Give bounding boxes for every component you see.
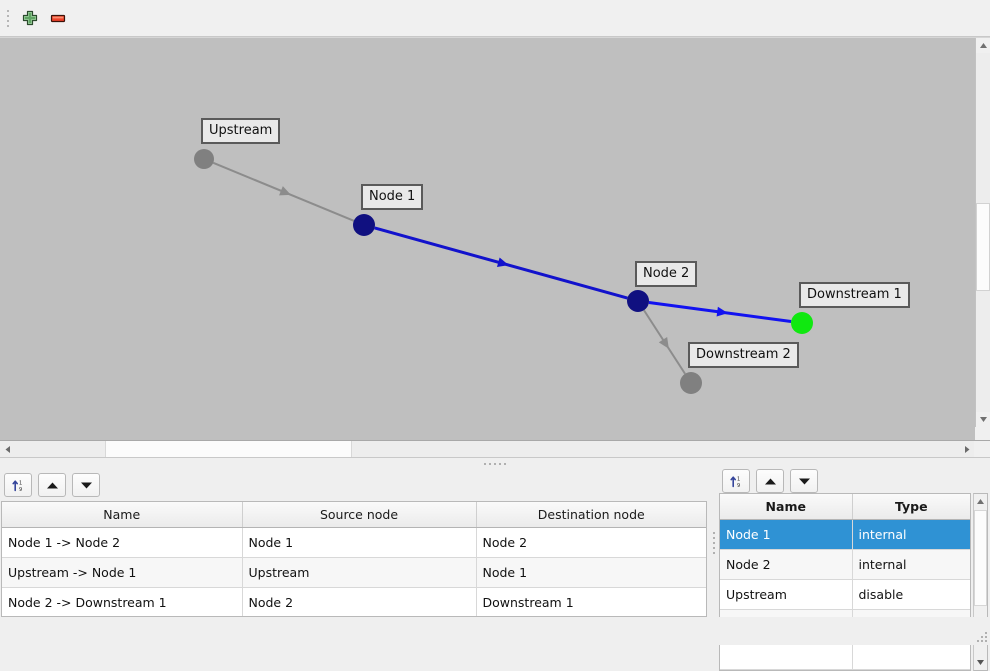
svg-text:1: 1 <box>19 480 22 486</box>
edge-destination: Downstream 1 <box>476 587 706 616</box>
edges-toolbar: 1 9 <box>0 469 709 501</box>
edges-column-name[interactable]: Name <box>2 502 243 528</box>
graph-horizontal-scrollbar[interactable] <box>0 441 990 458</box>
edge-name: Upstream -> Node 1 <box>2 557 243 588</box>
edges-sort-button[interactable]: 1 9 <box>4 473 32 497</box>
horizontal-splitter[interactable] <box>0 458 990 469</box>
nodes-scroll-thumb[interactable] <box>974 510 987 606</box>
triangle-left-icon <box>4 445 11 454</box>
node-name: Node 1 <box>720 519 853 550</box>
graph-node-label-downstream2[interactable]: Downstream 2 <box>688 342 799 368</box>
nodes-toolbar: 1 9 <box>718 469 990 493</box>
sort-ascending-icon: 1 9 <box>729 474 744 489</box>
edges-move-up-button[interactable] <box>38 473 66 497</box>
node-type: internal <box>852 549 970 580</box>
graph-node-node1[interactable] <box>353 214 375 236</box>
nodes-sort-button[interactable]: 1 9 <box>722 469 750 493</box>
graph-hscroll-thumb[interactable] <box>105 441 352 457</box>
scroll-up-button[interactable] <box>976 38 990 53</box>
edges-move-down-button[interactable] <box>72 473 100 497</box>
sort-ascending-icon: 1 9 <box>11 478 26 493</box>
graph-edge-arrow-node2-downstream1 <box>716 306 728 317</box>
triangle-right-icon <box>964 445 971 454</box>
edge-source: Upstream <box>242 557 477 588</box>
edge-destination: Node 1 <box>476 557 706 588</box>
graph-edge-arrow-node1-node2 <box>496 257 509 268</box>
svg-text:9: 9 <box>737 483 740 489</box>
triangle-up-icon <box>976 498 985 505</box>
remove-node-button[interactable] <box>44 5 72 31</box>
scroll-right-button[interactable] <box>960 441 974 457</box>
scroll-down-button[interactable] <box>976 412 990 427</box>
edge-source: Node 1 <box>242 527 477 558</box>
edge-destination: Node 2 <box>476 527 706 558</box>
edge-name: Node 2 -> Downstream 1 <box>2 587 243 616</box>
arrow-up-icon <box>46 481 59 490</box>
nodes-move-up-button[interactable] <box>756 469 784 493</box>
scroll-left-button[interactable] <box>0 441 14 457</box>
scrollbar-corner <box>975 427 990 440</box>
add-node-button[interactable] <box>16 5 44 31</box>
graph-node-downstream2[interactable] <box>680 372 702 394</box>
arrow-down-icon <box>80 481 93 490</box>
graph-node-label-upstream[interactable]: Upstream <box>201 118 281 144</box>
resize-grip[interactable] <box>975 630 987 642</box>
graph-edge-arrow-node2-downstream2 <box>658 336 669 349</box>
edges-table-container[interactable]: Name Source node Destination node Node 1… <box>1 501 707 617</box>
edges-table: Name Source node Destination node Node 1… <box>2 502 706 616</box>
nodes-column-type[interactable]: Type <box>852 494 970 520</box>
edges-pane: 1 9 <box>0 469 709 617</box>
edges-column-source[interactable]: Source node <box>242 502 477 528</box>
graph-node-label-downstream1[interactable]: Downstream 1 <box>799 282 910 308</box>
graph-node-upstream[interactable] <box>194 149 214 169</box>
graph-node-node2[interactable] <box>627 290 649 312</box>
graph-node-downstream1[interactable] <box>791 312 813 334</box>
vertical-splitter[interactable] <box>709 469 718 617</box>
graph-canvas[interactable] <box>0 38 975 430</box>
graph-node-label-node2[interactable]: Node 2 <box>635 261 698 287</box>
hscroll-endcap <box>974 441 990 457</box>
toolbar-drag-handle[interactable] <box>4 7 12 29</box>
edges-column-destination[interactable]: Destination node <box>476 502 706 528</box>
graph-edge-arrow-upstream-node1 <box>279 186 291 196</box>
node-name: Node 2 <box>720 549 853 580</box>
nodes-table-header-row: Name Type <box>720 494 970 520</box>
nodes-move-down-button[interactable] <box>790 469 818 493</box>
graph-vscroll-thumb[interactable] <box>976 203 990 291</box>
edges-table-header-row: Name Source node Destination node <box>2 502 706 528</box>
nodes-column-name[interactable]: Name <box>720 494 853 520</box>
green-plus-icon <box>21 9 39 27</box>
edge-source: Node 2 <box>242 587 477 616</box>
edge-name: Node 1 -> Node 2 <box>2 527 243 558</box>
svg-text:9: 9 <box>19 487 22 493</box>
node-name: Upstream <box>720 579 853 610</box>
red-minus-icon <box>48 9 68 27</box>
triangle-up-icon <box>979 42 988 49</box>
tables-area: 1 9 <box>0 469 990 671</box>
nodes-scroll-down-button[interactable] <box>974 655 987 670</box>
main-toolbar <box>0 0 990 37</box>
graph-vertical-scrollbar[interactable] <box>975 38 990 440</box>
status-bar <box>0 617 990 645</box>
triangle-down-icon <box>979 416 988 423</box>
graph-vscroll-track[interactable] <box>976 53 990 412</box>
triangle-down-icon <box>976 659 985 666</box>
nodes-scroll-up-button[interactable] <box>974 494 987 509</box>
arrow-up-icon <box>764 477 777 486</box>
node-type: internal <box>852 519 970 550</box>
node-type: disable <box>852 579 970 610</box>
graph-node-label-node1[interactable]: Node 1 <box>361 184 424 210</box>
svg-text:1: 1 <box>737 476 740 482</box>
nodes-pane: 1 9 <box>718 469 990 671</box>
arrow-down-icon <box>798 477 811 486</box>
